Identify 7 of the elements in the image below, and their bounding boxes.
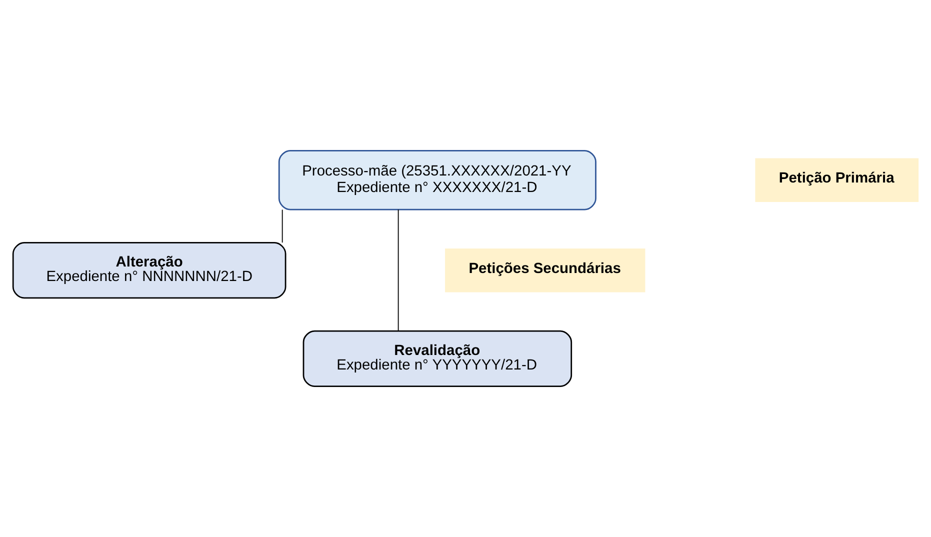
node-box: Revalidação Expediente n° YYYYYYY/21-D xyxy=(302,330,572,387)
connector xyxy=(398,209,399,332)
node-box: Processo-mãe (25351.XXXXXX/2021-YY Expediente n° XXXXXXX/21-D xyxy=(278,150,596,210)
node-box: Petição Primária xyxy=(755,158,919,202)
node-box: Petições Secundárias xyxy=(445,248,646,292)
node-box: Alteração Expediente n° NNNNNNN/21-D xyxy=(12,242,286,299)
connector xyxy=(282,209,283,244)
